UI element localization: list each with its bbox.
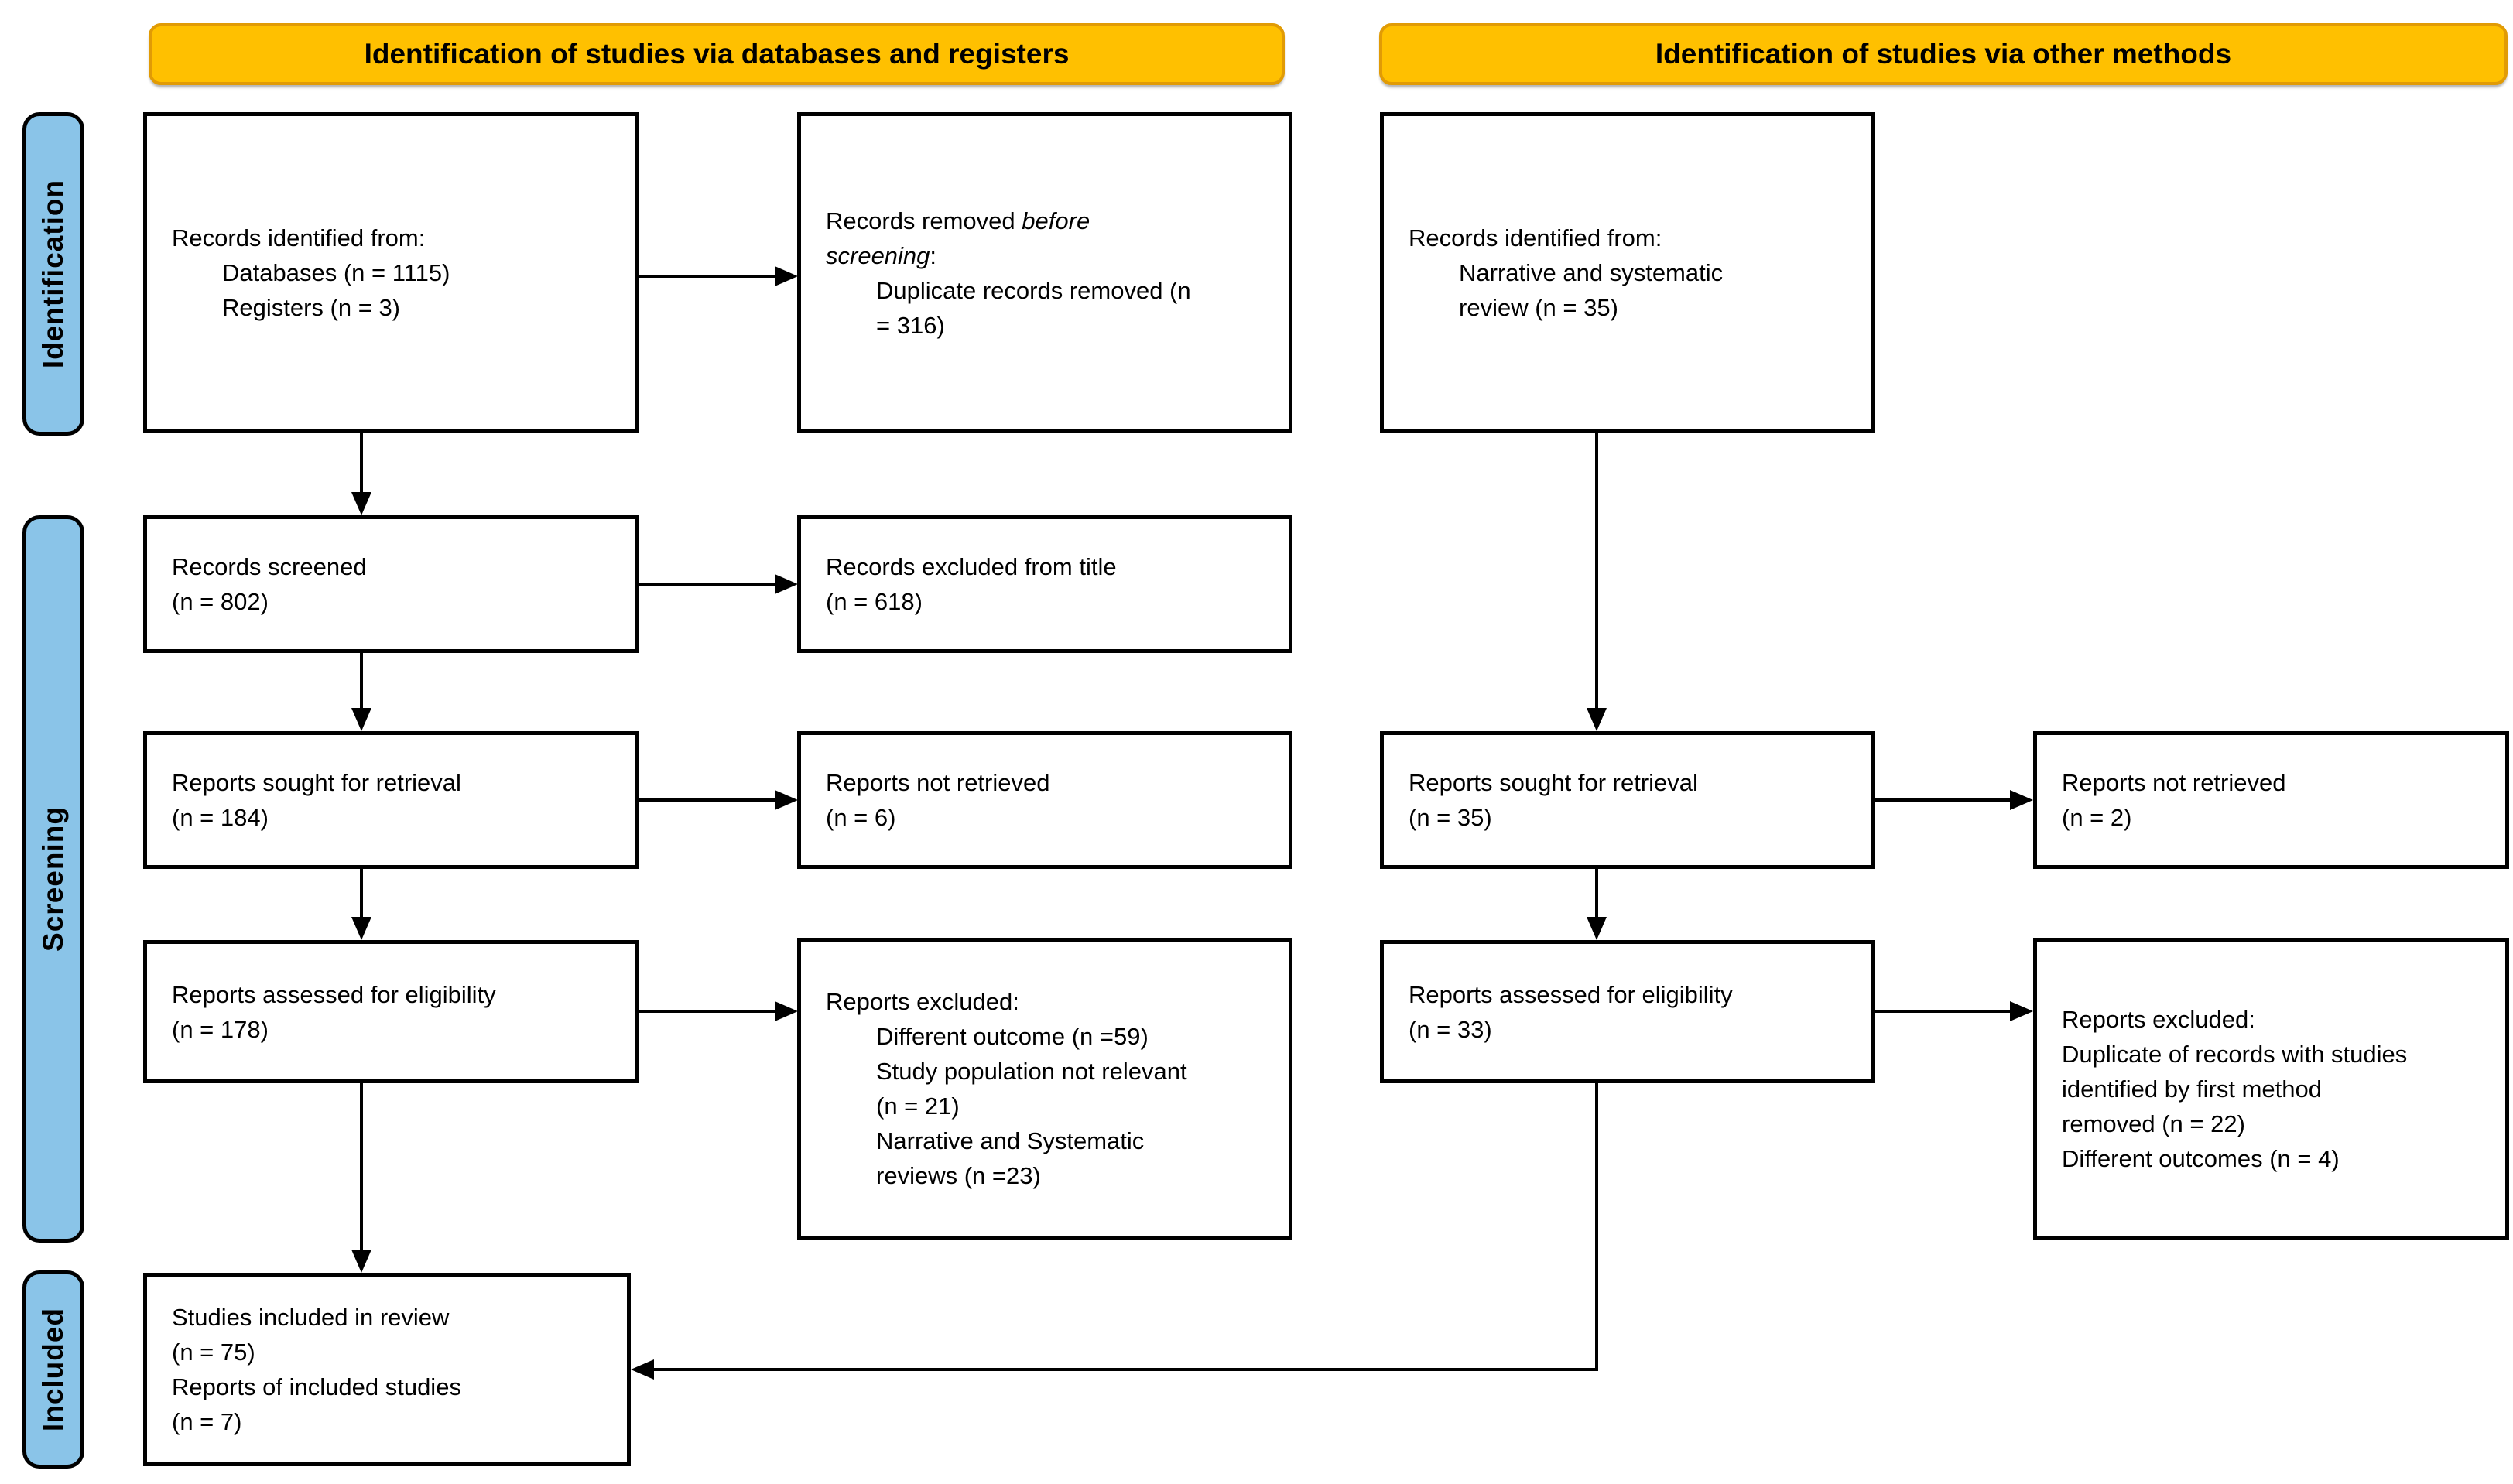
box-text-line: (n = 6) bbox=[826, 804, 896, 831]
box-text-line: Records screened bbox=[172, 553, 367, 580]
box-records-screened: Records screened (n = 802) bbox=[143, 515, 639, 653]
box-text-line: (n = 2) bbox=[2062, 804, 2132, 831]
banner-other-methods: Identification of studies via other meth… bbox=[1379, 23, 2508, 85]
box-text-line: Records removed before bbox=[826, 207, 1090, 234]
box-text-line: (n = 618) bbox=[826, 588, 923, 615]
box-records-removed-before-screening: Records removed before screening: Duplicat… bbox=[797, 112, 1292, 433]
box-reports-not-retrieved-other: Reports not retrieved (n = 2) bbox=[2033, 731, 2509, 869]
box-text-line: Reports of included studies bbox=[172, 1373, 461, 1400]
banner-databases-registers: Identification of studies via databases … bbox=[149, 23, 1285, 85]
box-studies-included-review: Studies included in review (n = 75) Report… bbox=[143, 1273, 631, 1466]
box-text-line: Records identified from: bbox=[172, 224, 426, 251]
box-text-line: Records excluded from title bbox=[826, 553, 1117, 580]
box-reports-sought-retrieval-other: Reports sought for retrieval (n = 35) bbox=[1380, 731, 1875, 869]
box-text-line: Narrative and systematic bbox=[1459, 259, 1724, 286]
box-reports-excluded-other: Reports excluded: Duplicate of records wi… bbox=[2033, 938, 2509, 1240]
box-text-line: Reports excluded: bbox=[826, 988, 1019, 1015]
box-text-line: Narrative and Systematic bbox=[876, 1127, 1145, 1154]
box-text-line: (n = 7) bbox=[172, 1408, 242, 1435]
box-text-line: Records identified from: bbox=[1409, 224, 1662, 251]
box-text-line: (n = 21) bbox=[876, 1092, 960, 1120]
box-text-line: Registers (n = 3) bbox=[222, 294, 401, 321]
box-text-line: Reports assessed for eligibility bbox=[1409, 980, 1733, 1008]
box-records-identified-databases: Records identified from: Databases (n = 1… bbox=[143, 112, 639, 433]
box-reports-excluded-databases: Reports excluded: Different outcome (n =5… bbox=[797, 938, 1292, 1240]
box-text-line: Databases (n = 1115) bbox=[222, 259, 450, 286]
box-text-line: Different outcomes (n = 4) bbox=[2062, 1144, 2340, 1172]
box-text-line: Duplicate of records with studies bbox=[2062, 1040, 2408, 1068]
box-reports-not-retrieved-databases: Reports not retrieved (n = 6) bbox=[797, 731, 1292, 869]
box-text-line: (n = 33) bbox=[1409, 1015, 1492, 1043]
box-text-line: Reports excluded: bbox=[2062, 1005, 2255, 1033]
box-text-line: identified by first method bbox=[2062, 1075, 2323, 1103]
box-text-line: screening: bbox=[826, 241, 937, 269]
box-text-line: (n = 802) bbox=[172, 588, 269, 615]
box-text-line: Reports assessed for eligibility bbox=[172, 980, 496, 1008]
box-text-line: Reports not retrieved bbox=[2062, 769, 2286, 796]
side-label-included: Included bbox=[22, 1270, 84, 1469]
box-text-line: Reports not retrieved bbox=[826, 769, 1050, 796]
box-text-line: Study population not relevant bbox=[876, 1058, 1187, 1085]
box-text-line: Duplicate records removed (n bbox=[876, 276, 1191, 304]
box-text-line: Studies included in review bbox=[172, 1304, 450, 1331]
box-text-line: (n = 178) bbox=[172, 1015, 269, 1043]
box-reports-assessed-eligibility-other: Reports assessed for eligibility (n = 33) bbox=[1380, 940, 1875, 1083]
box-text-line: (n = 35) bbox=[1409, 804, 1492, 831]
side-label-identification-text: Identification bbox=[37, 179, 70, 369]
box-reports-sought-retrieval-databases: Reports sought for retrieval (n = 184) bbox=[143, 731, 639, 869]
box-text-line: (n = 75) bbox=[172, 1339, 255, 1366]
box-text-line: Different outcome (n =59) bbox=[876, 1023, 1149, 1050]
box-reports-assessed-eligibility-databases: Reports assessed for eligibility (n = 178… bbox=[143, 940, 639, 1083]
side-label-identification: Identification bbox=[22, 112, 84, 436]
box-text-line: Reports sought for retrieval bbox=[1409, 769, 1698, 796]
side-label-screening: Screening bbox=[22, 515, 84, 1243]
box-text-line: reviews (n =23) bbox=[876, 1162, 1041, 1189]
box-records-excluded-from-title: Records excluded from title (n = 618) bbox=[797, 515, 1292, 653]
box-text-line: review (n = 35) bbox=[1459, 294, 1618, 321]
box-text-line: Reports sought for retrieval bbox=[172, 769, 461, 796]
side-label-screening-text: Screening bbox=[37, 806, 69, 952]
box-records-identified-other-methods: Records identified from: Narrative and sy… bbox=[1380, 112, 1875, 433]
box-text-line: = 316) bbox=[876, 311, 945, 339]
box-text-line: (n = 184) bbox=[172, 804, 269, 831]
side-label-included-text: Included bbox=[37, 1307, 69, 1432]
box-text-line: removed (n = 22) bbox=[2062, 1110, 2245, 1137]
